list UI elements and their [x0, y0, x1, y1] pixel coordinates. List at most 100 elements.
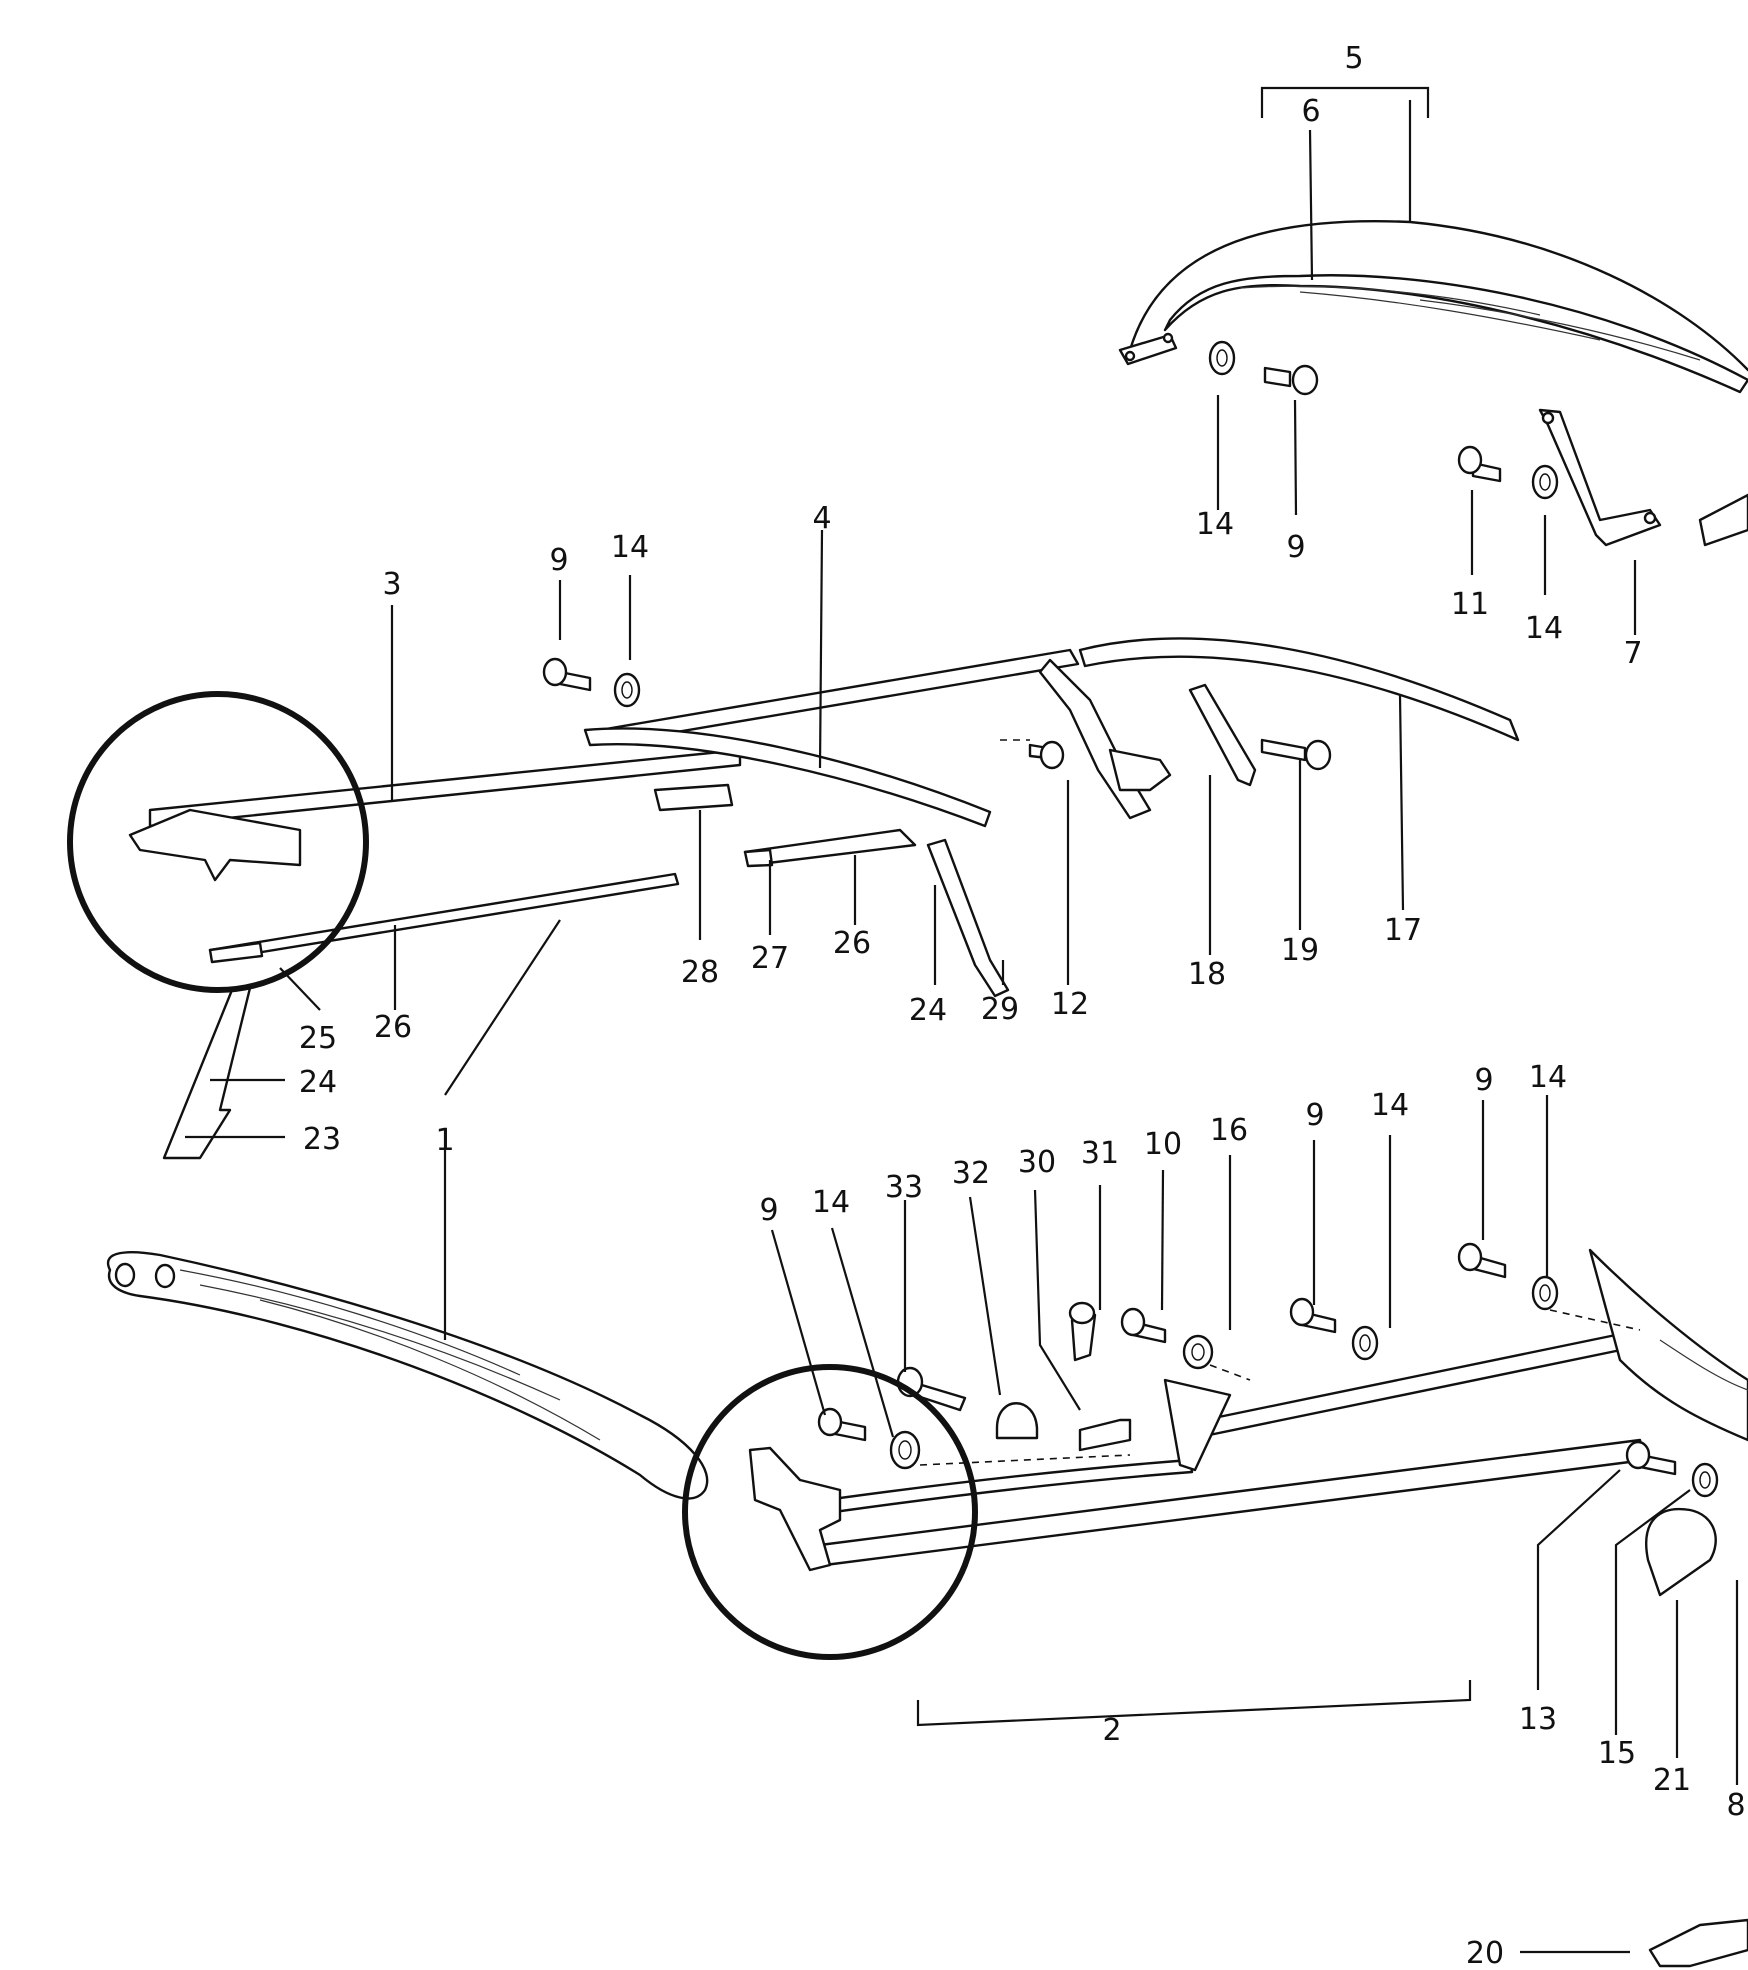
washer-14-rr — [1531, 1275, 1559, 1311]
callout-17: 17 — [1384, 913, 1422, 948]
bow-end-hole — [1162, 332, 1174, 344]
callout-16: 16 — [1210, 1113, 1248, 1148]
lower-side-rail — [818, 1438, 1647, 1567]
washer-hole — [1191, 1343, 1205, 1361]
washer-14-lower — [889, 1430, 921, 1470]
callout-9: 9 — [759, 1193, 778, 1228]
callout-32: 32 — [952, 1156, 990, 1191]
callout-14: 14 — [1529, 1060, 1567, 1095]
bow-hole — [154, 1263, 176, 1289]
washer-14 — [1208, 340, 1236, 376]
bolt-9-shank — [1263, 366, 1292, 388]
callout-24: 24 — [299, 1065, 337, 1100]
callout-13: 13 — [1519, 1702, 1557, 1737]
seal-strip-26 — [208, 872, 680, 962]
rear-bow-assembly — [1118, 220, 1748, 547]
callout-23: 23 — [303, 1122, 341, 1157]
pad-21 — [1645, 1507, 1717, 1597]
callout-9: 9 — [549, 543, 568, 578]
top-right-fasteners — [1208, 340, 1662, 547]
bolt-9-rr-head — [1457, 1242, 1483, 1272]
highlight-circle-upper — [67, 691, 369, 993]
callout-29: 29 — [981, 992, 1019, 1027]
callout-27: 27 — [751, 941, 789, 976]
callout-7: 7 — [1623, 636, 1642, 671]
washer-15 — [1691, 1462, 1719, 1498]
callout-3: 3 — [382, 567, 401, 602]
bolt-10-head — [1120, 1307, 1146, 1337]
bracket-group-5 — [1260, 86, 1430, 118]
wood-grain — [1659, 1339, 1748, 1391]
callout-1: 1 — [435, 1123, 454, 1158]
washer-hole — [1216, 349, 1228, 367]
callout-14: 14 — [1525, 611, 1563, 646]
header-bow-4 — [583, 727, 992, 828]
bolt-11-head — [1457, 445, 1483, 475]
bolt-9-mid-head — [542, 657, 568, 687]
callout-20: 20 — [1466, 1936, 1504, 1970]
callout-10: 10 — [1144, 1127, 1182, 1162]
callout-12: 12 — [1051, 987, 1089, 1022]
bolt-12-head — [1039, 740, 1065, 770]
cap-32 — [995, 1402, 1039, 1440]
middle-frame-assembly — [128, 637, 1520, 1160]
roof-bow-17 — [1078, 637, 1520, 742]
front-link — [1038, 658, 1152, 820]
strip-end-25 — [208, 941, 264, 964]
callout-9: 9 — [1286, 530, 1305, 565]
lower-header-bow — [788, 1458, 1194, 1520]
pad-28 — [653, 783, 734, 812]
callout-31: 31 — [1081, 1136, 1119, 1171]
bracket-18 — [1188, 683, 1257, 787]
front-latch-bracket-lower — [748, 1446, 842, 1572]
washer-hole — [1539, 1284, 1551, 1302]
wood-grain — [179, 1269, 601, 1441]
callout-18: 18 — [1188, 957, 1226, 992]
screw-19-head — [1304, 739, 1332, 771]
front-latch-bracket — [128, 808, 302, 882]
callout-19: 19 — [1281, 933, 1319, 968]
washer-hole — [1539, 473, 1551, 491]
corner-piece-24b — [162, 986, 252, 1160]
callout-11: 11 — [1451, 587, 1489, 622]
wood-grain — [1239, 285, 1701, 361]
bracket-group-2 — [916, 1680, 1472, 1727]
link-bracket — [1108, 748, 1172, 792]
lower-frame-assembly — [106, 1248, 1748, 1968]
wooden-bow-1 — [106, 1251, 709, 1500]
callout-26: 26 — [374, 1010, 412, 1045]
washer-14-mid — [613, 672, 641, 708]
screw-19-shank — [1260, 738, 1307, 762]
washer-14-r — [1351, 1325, 1379, 1361]
screw-31-head — [1068, 1301, 1096, 1325]
lower-right-bow — [1588, 1248, 1748, 1442]
bracket-20 — [1648, 1918, 1748, 1968]
callout-5: 5 — [1344, 41, 1363, 76]
bow-hole — [114, 1262, 136, 1288]
washer-16 — [1182, 1334, 1214, 1370]
side-rail-3 — [148, 748, 742, 828]
callout-26: 26 — [833, 926, 871, 961]
bolt-9-head — [1291, 364, 1319, 396]
callout-9: 9 — [1305, 1098, 1324, 1133]
callout-33: 33 — [885, 1170, 923, 1205]
washer-hole — [898, 1440, 912, 1460]
link-arm-7 — [1538, 408, 1662, 547]
callout-25: 25 — [299, 1021, 337, 1056]
lower-fasteners — [817, 1242, 1641, 1470]
link-hole — [1541, 411, 1555, 425]
bow-end-hole — [1124, 350, 1136, 362]
callout-14: 14 — [1371, 1088, 1409, 1123]
lower-link-arm — [1163, 1378, 1232, 1472]
assembly-path — [919, 1309, 1641, 1466]
corner-piece-24 — [926, 838, 1010, 998]
washer-hole — [621, 681, 633, 699]
washer-14 — [1531, 464, 1559, 500]
link-hole — [1643, 511, 1657, 525]
bolt-9-lower-head — [817, 1407, 843, 1437]
callout-30: 30 — [1018, 1145, 1056, 1180]
callout-6: 6 — [1301, 94, 1320, 129]
callout-14: 14 — [1196, 507, 1234, 542]
callout-4: 4 — [812, 501, 831, 536]
